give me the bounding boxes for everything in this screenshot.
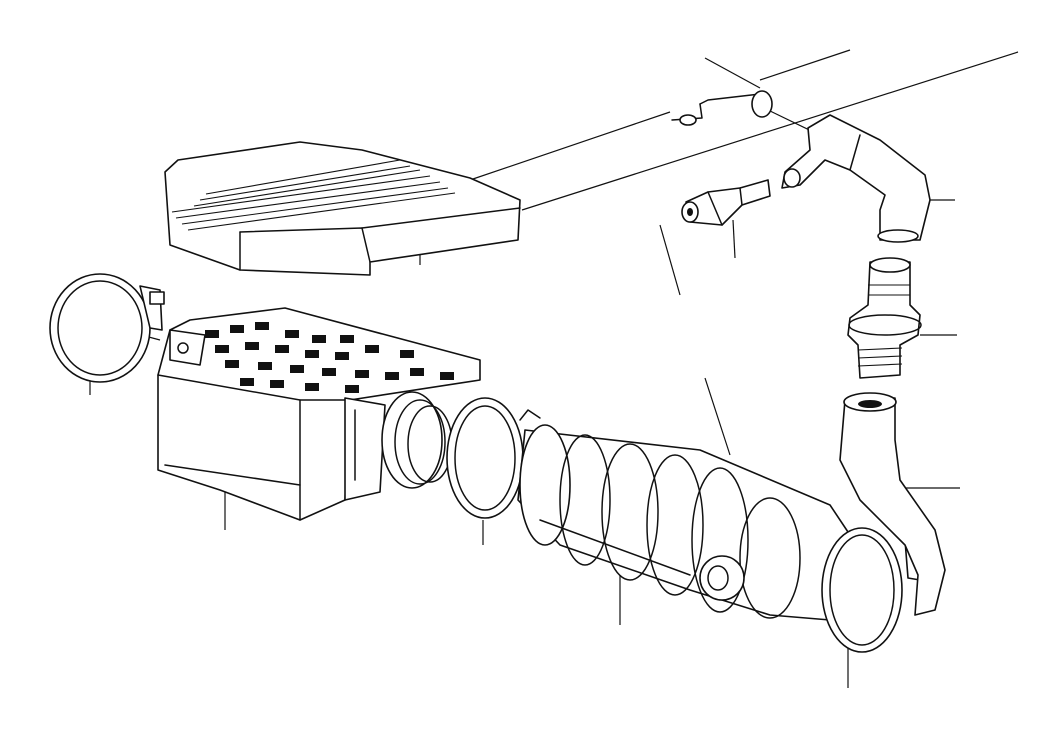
hose-clamp-left — [49, 273, 165, 383]
intake-boot — [517, 424, 851, 621]
rubber-boot-ring — [381, 391, 453, 489]
grommet — [847, 257, 922, 379]
air-filter-housing — [157, 307, 481, 521]
vent-valve — [681, 179, 771, 226]
breather-hose — [839, 392, 946, 616]
intake-cover — [164, 141, 521, 276]
breather-hose-elbow — [781, 114, 931, 243]
cover-ribs — [171, 159, 456, 231]
pipe-top — [671, 90, 773, 126]
housing-grid — [205, 322, 454, 393]
